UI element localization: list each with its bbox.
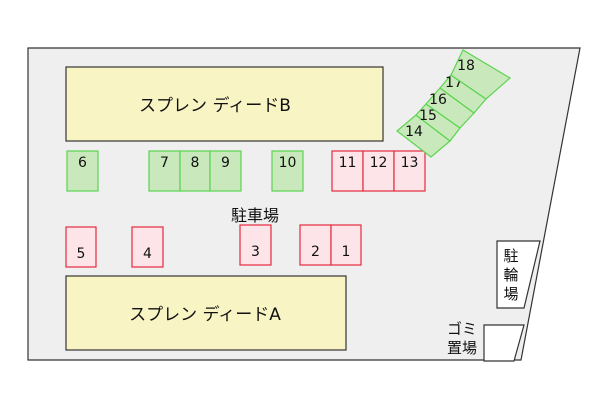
parking-space-number: 6 bbox=[78, 155, 87, 171]
parking-space-number: 8 bbox=[191, 155, 200, 171]
parking-space-10 bbox=[271, 150, 304, 192]
parking-space-number: 12 bbox=[370, 155, 388, 171]
building-a-label: スプレン ディードA bbox=[129, 304, 281, 325]
parking-space-number: 4 bbox=[143, 246, 152, 262]
bicycle-parking-label-1: 駐 bbox=[503, 247, 518, 265]
bicycle-parking-label-3: 場 bbox=[503, 285, 518, 303]
parking-space-number: 7 bbox=[160, 155, 169, 171]
garbage-area bbox=[483, 324, 525, 362]
building-b bbox=[65, 66, 384, 142]
building-a bbox=[65, 275, 347, 351]
parking-space-number: 5 bbox=[77, 246, 86, 262]
parking-space-9 bbox=[209, 150, 242, 192]
parking-space-number: 2 bbox=[311, 244, 320, 260]
parking-space-number: 3 bbox=[251, 244, 260, 260]
parking-space-1 bbox=[330, 224, 362, 266]
parking-space-5 bbox=[65, 226, 97, 268]
parking-space-3 bbox=[239, 224, 272, 266]
parking-space-number: 9 bbox=[221, 155, 230, 171]
parking-label: 駐車場 bbox=[231, 206, 279, 225]
parking-space-number: 11 bbox=[339, 155, 357, 171]
parking-space-18 bbox=[450, 49, 512, 100]
parking-space-6 bbox=[66, 150, 99, 192]
parking-space-number: 13 bbox=[401, 155, 419, 171]
parking-space-number: 18 bbox=[457, 58, 475, 74]
building-b-label: スプレン ディードB bbox=[139, 95, 291, 116]
parking-space-number: 16 bbox=[429, 92, 447, 108]
parking-space-number: 14 bbox=[405, 124, 423, 140]
parking-space-2 bbox=[299, 224, 332, 266]
parking-space-number: 10 bbox=[279, 155, 297, 171]
bicycle-parking-label-2: 輪 bbox=[503, 266, 518, 284]
garbage-area-label-2: 置場 bbox=[447, 339, 477, 357]
parking-space-8 bbox=[179, 150, 211, 192]
parking-space-number: 15 bbox=[419, 108, 437, 124]
bicycle-parking bbox=[496, 240, 541, 309]
parking-space-13 bbox=[393, 150, 426, 192]
parking-space-4 bbox=[131, 226, 164, 268]
parking-space-number: 1 bbox=[342, 244, 351, 260]
parking-space-11 bbox=[331, 150, 364, 192]
garbage-area-label-1: ゴミ bbox=[447, 320, 477, 338]
